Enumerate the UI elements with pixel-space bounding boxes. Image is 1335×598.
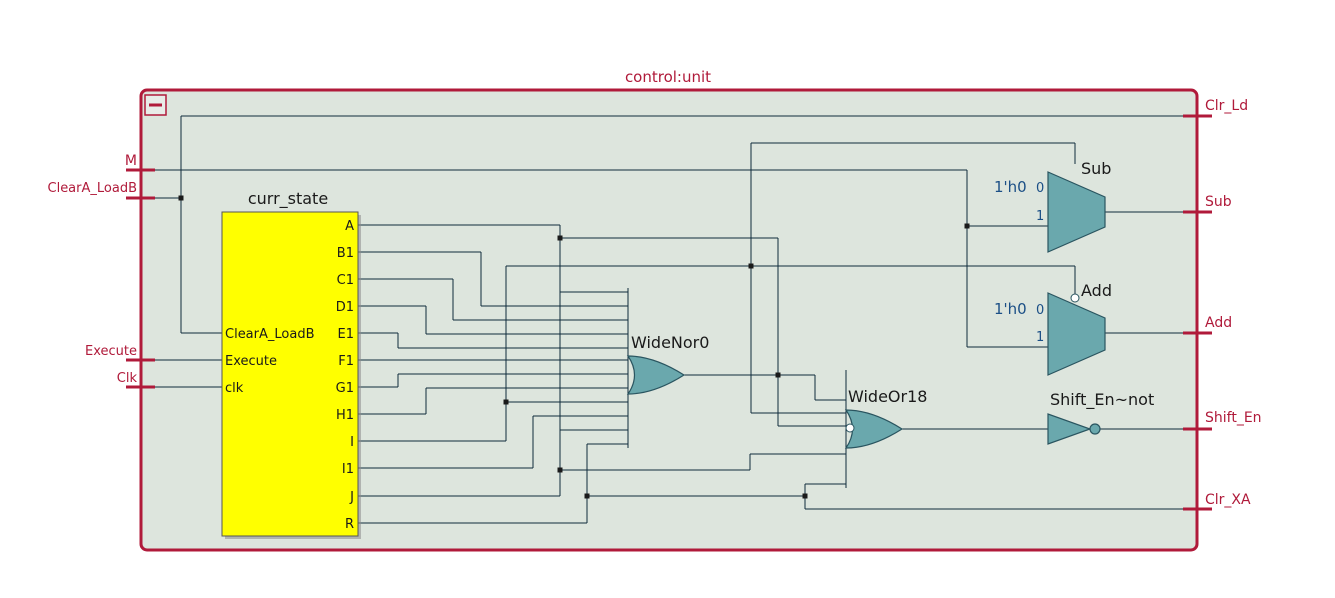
port-clr-ld[interactable]: Clr_Ld: [1183, 98, 1248, 118]
port-execute[interactable]: Execute: [85, 344, 155, 362]
wideor-label: WideOr18: [848, 387, 927, 406]
sub-mux[interactable]: Sub 1'h0 0 1: [994, 159, 1111, 253]
wideor-gate[interactable]: WideOr18: [844, 387, 927, 449]
sm-input-execute: Execute: [225, 354, 277, 369]
port-clr-xa-label: Clr_XA: [1205, 492, 1251, 508]
sm-input-clear: ClearA_LoadB: [225, 327, 315, 342]
inverter-label: Shift_En~not: [1050, 390, 1154, 410]
sm-output-f1: F1: [338, 354, 354, 369]
inversion-bubble: [845, 423, 855, 433]
port-clear-label: ClearA_LoadB: [48, 181, 138, 196]
add-mux-select-bubble: [1070, 293, 1080, 303]
sub-mux-in0: 0: [1036, 181, 1044, 196]
sub-mux-in1: 1: [1036, 209, 1044, 224]
sub-mux-const: 1'h0: [994, 178, 1027, 196]
state-machine-block[interactable]: curr_state ClearA_LoadB Execute clk A B1…: [221, 189, 361, 539]
port-add-label: Add: [1205, 315, 1232, 331]
sm-output-a: A: [345, 219, 354, 234]
wires: [155, 115, 1183, 524]
sm-output-h1: H1: [336, 408, 354, 423]
module-frame: [139, 88, 1199, 552]
port-clear-a-load-b[interactable]: ClearA_LoadB: [48, 181, 156, 200]
port-m[interactable]: M: [125, 153, 155, 172]
port-sub-label: Sub: [1205, 194, 1232, 210]
port-add[interactable]: Add: [1183, 315, 1232, 335]
port-clr-ld-label: Clr_Ld: [1205, 98, 1248, 114]
sm-output-d1: D1: [336, 300, 354, 315]
port-clk[interactable]: Clk: [117, 371, 155, 389]
sm-output-c1: C1: [337, 273, 354, 288]
port-clk-label: Clk: [117, 371, 138, 386]
sm-output-b1: B1: [337, 246, 354, 261]
sm-output-j: J: [349, 490, 354, 505]
port-clr-xa[interactable]: Clr_XA: [1183, 492, 1251, 511]
sub-mux-label: Sub: [1081, 159, 1111, 178]
state-machine-title: curr_state: [248, 189, 328, 209]
collapse-button[interactable]: [144, 94, 167, 116]
port-shift-en-label: Shift_En: [1205, 410, 1262, 426]
inverter-bubble: [1089, 423, 1101, 435]
sm-output-r: R: [345, 517, 354, 532]
add-mux-label: Add: [1081, 281, 1112, 300]
widenor-label: WideNor0: [631, 333, 709, 352]
add-mux-in1: 1: [1036, 330, 1044, 345]
sm-output-g1: G1: [336, 381, 354, 396]
widenor-gate[interactable]: WideNor0: [626, 333, 709, 395]
port-execute-label: Execute: [85, 344, 137, 359]
sm-output-i: I: [350, 435, 354, 450]
add-mux[interactable]: Add 1'h0 0 1: [994, 281, 1112, 376]
add-mux-const: 1'h0: [994, 300, 1027, 318]
add-mux-in0: 0: [1036, 303, 1044, 318]
port-m-label: M: [125, 153, 137, 169]
module-title: control:unit: [625, 68, 711, 86]
inverter-gate[interactable]: Shift_En~not: [1047, 390, 1154, 445]
sm-output-e1: E1: [338, 327, 355, 342]
port-shift-en[interactable]: Shift_En: [1183, 410, 1262, 431]
sm-input-clk: clk: [225, 381, 244, 396]
port-sub[interactable]: Sub: [1183, 194, 1232, 214]
sm-output-i1: I1: [342, 462, 354, 477]
